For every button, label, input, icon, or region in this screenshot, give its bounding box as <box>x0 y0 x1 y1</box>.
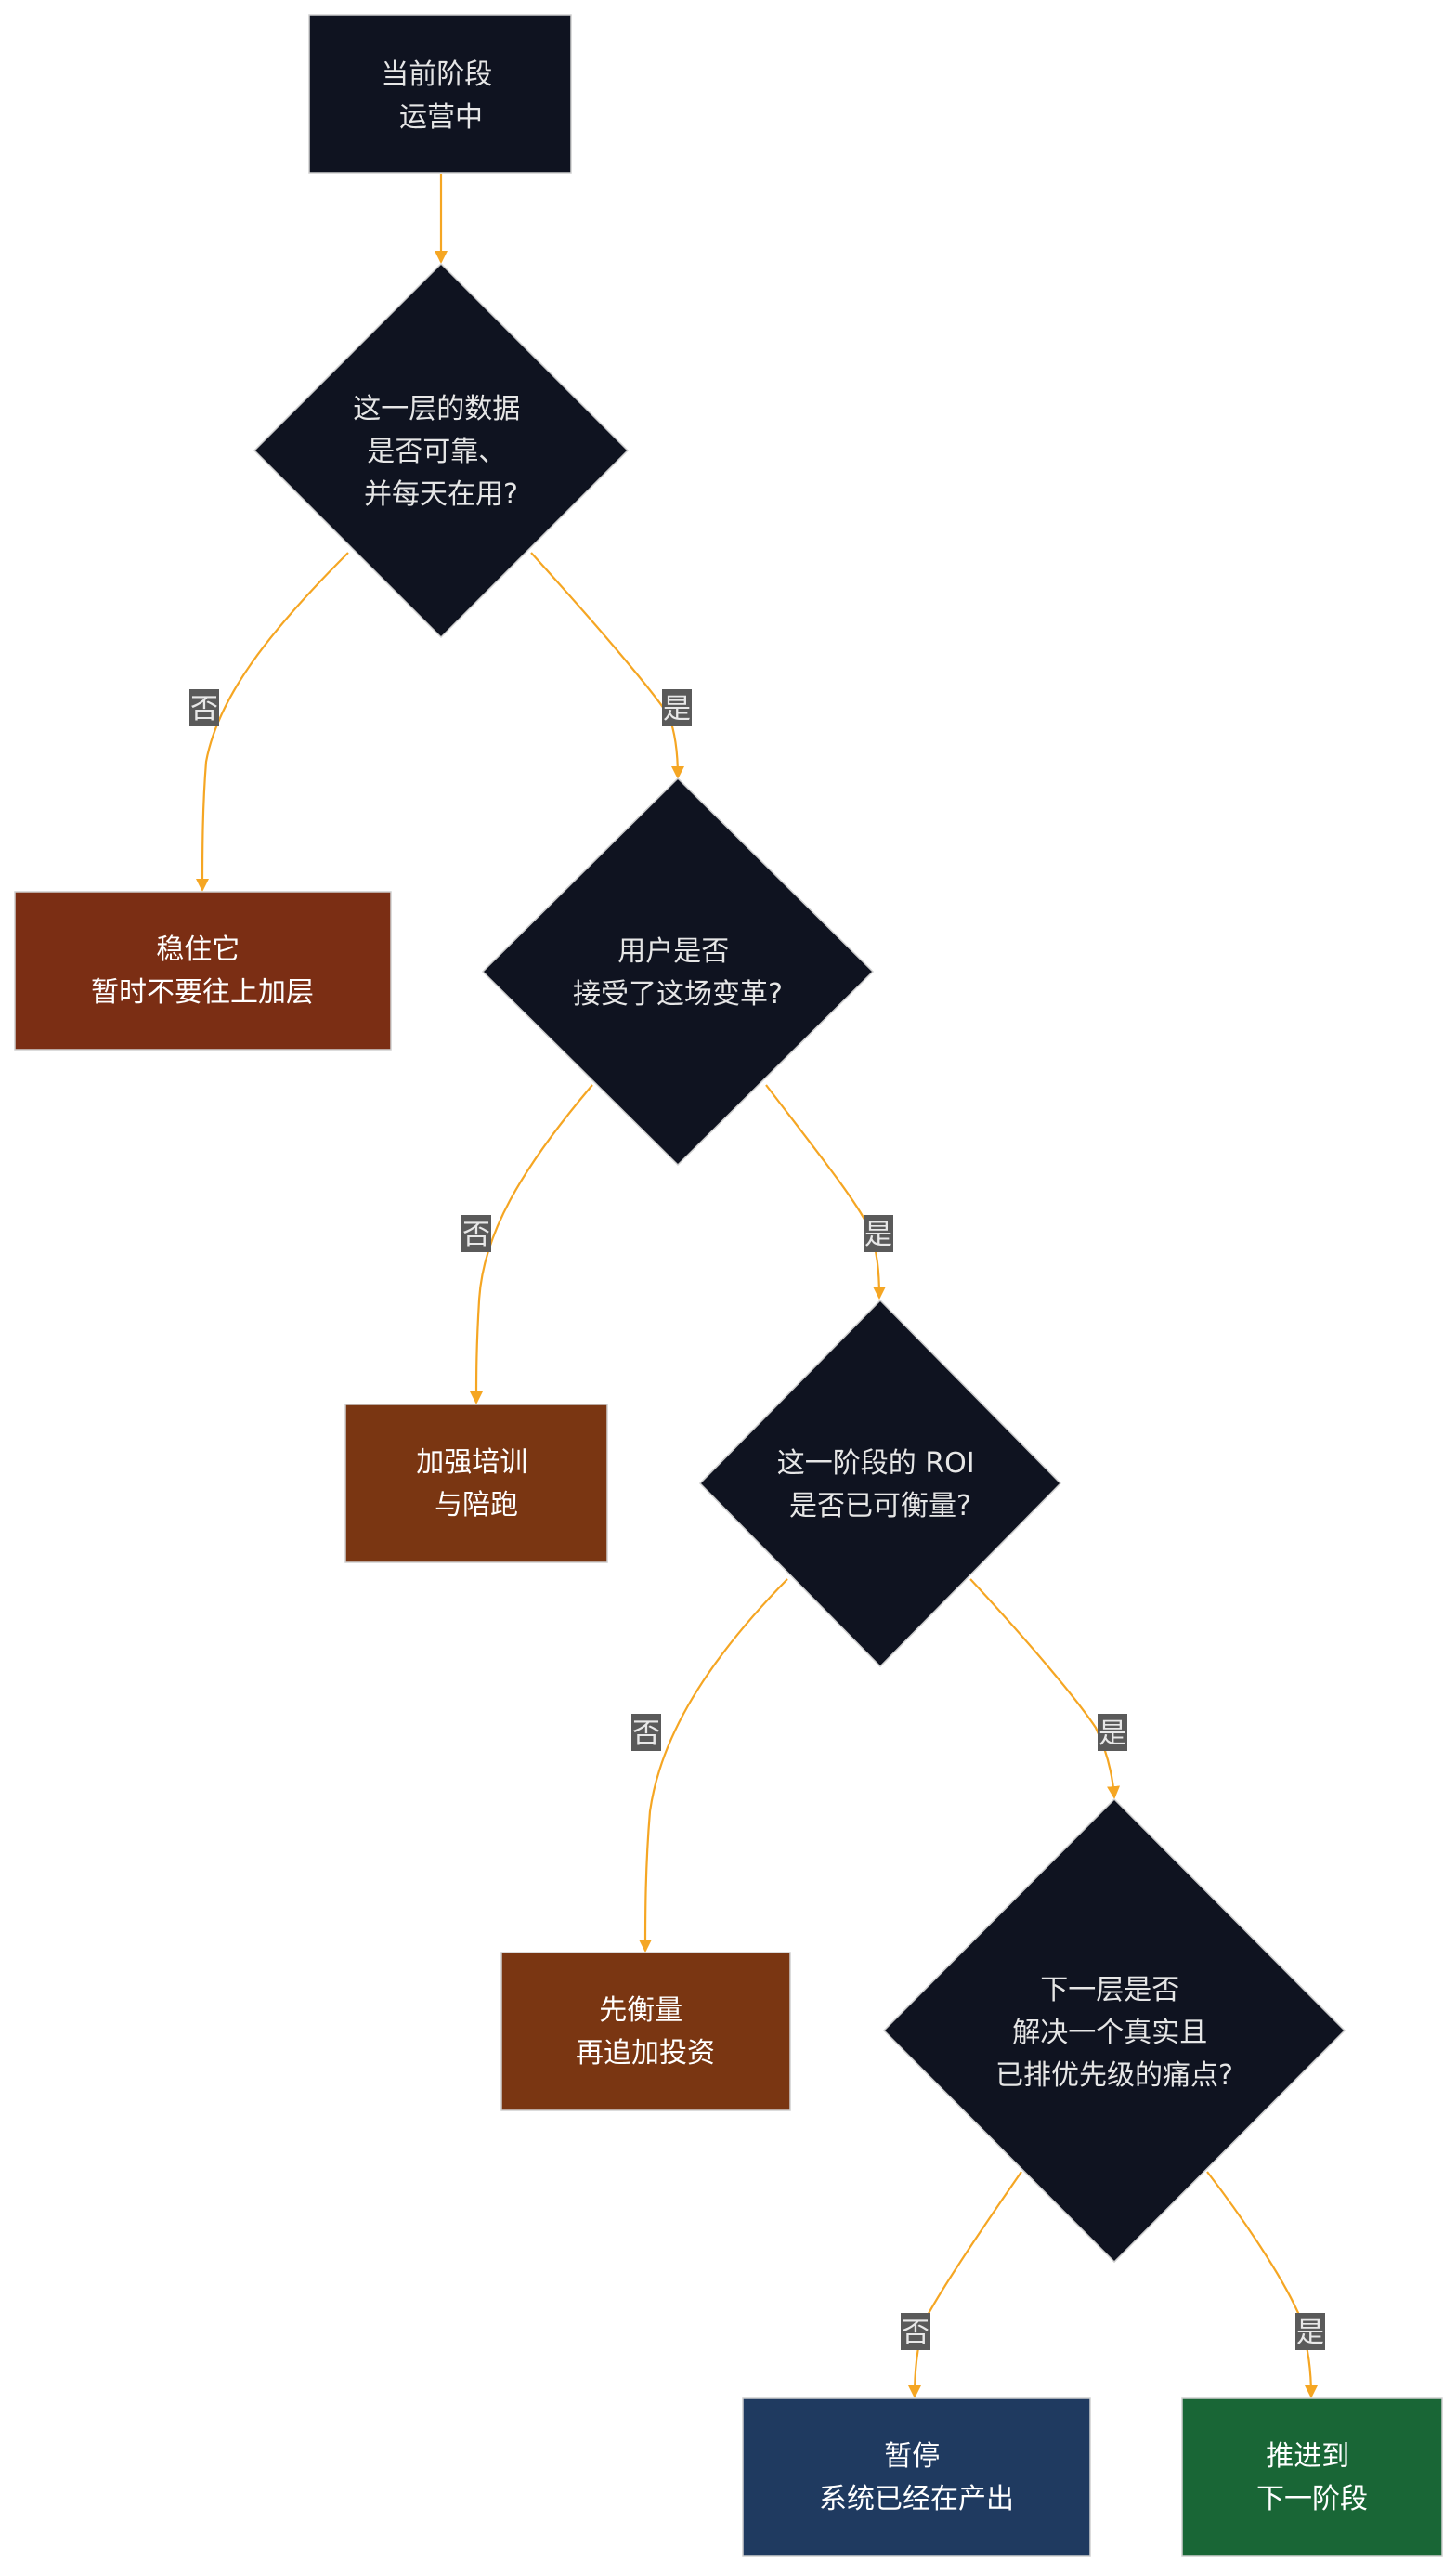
svg-text:是: 是 <box>1098 1718 1126 1750</box>
node-advance-text: 推进到 下一阶段 <box>1256 2440 1368 2515</box>
node-stabilize-text: 稳住它 暂时不要往上加层 <box>91 934 314 1009</box>
decision-user-adoption-text: 用户是否 接受了这场变革? <box>573 935 783 1011</box>
edge-label-yes: 是 <box>864 1215 893 1252</box>
edge-label-yes: 是 <box>662 689 692 726</box>
svg-text:否: 否 <box>902 2317 930 2349</box>
node-current-stage: 当前阶段 运营中 <box>308 14 572 174</box>
svg-text:是: 是 <box>864 1219 892 1251</box>
edge-label-yes: 是 <box>1295 2313 1325 2350</box>
edge-q-data-yes <box>530 552 684 779</box>
svg-text:否: 否 <box>462 1219 490 1251</box>
node-measure-first-text: 先衡量 再追加投资 <box>576 1994 715 2070</box>
node-measure-first: 先衡量 再追加投资 <box>500 1952 791 2111</box>
decision-roi-measurable-text: 这一阶段的 ROI 是否已可衡量? <box>777 1447 983 1522</box>
edge-label-no: 否 <box>462 1215 491 1252</box>
node-stabilize: 稳住它 暂时不要往上加层 <box>14 891 392 1051</box>
edge-label-yes: 是 <box>1098 1714 1127 1751</box>
edge-q-adopt-no <box>470 1084 593 1404</box>
svg-text:否: 否 <box>632 1718 660 1750</box>
svg-text:是: 是 <box>1296 2317 1324 2349</box>
edge-q-next-no <box>908 2171 1022 2398</box>
decision-user-adoption: 用户是否 接受了这场变革? <box>481 777 875 1167</box>
decision-next-layer-pain-point-text: 下一层是否 解决一个真实且 已排优先级的痛点? <box>995 1974 1233 2092</box>
edge-label-no: 否 <box>631 1714 661 1751</box>
node-training-text: 加强培训 与陪跑 <box>416 1446 537 1522</box>
node-training: 加强培训 与陪跑 <box>344 1404 608 1563</box>
edge-label-no: 否 <box>901 2313 930 2350</box>
decision-data-reliable-text: 这一层的数据 是否可靠、 并每天在用? <box>353 393 529 511</box>
svg-text:否: 否 <box>190 693 218 725</box>
decision-data-reliable: 这一层的数据 是否可靠、 并每天在用? <box>253 262 630 639</box>
node-advance: 推进到 下一阶段 <box>1181 2397 1443 2557</box>
node-pause: 暂停 系统已经在产出 <box>742 2397 1091 2557</box>
decision-next-layer-pain-point: 下一层是否 解决一个真实且 已排优先级的痛点? <box>882 1797 1346 2264</box>
edge-q-next-yes <box>1206 2171 1318 2398</box>
node-pause-text: 暂停 系统已经在产出 <box>819 2440 1014 2515</box>
decision-roi-measurable: 这一阶段的 ROI 是否已可衡量? <box>698 1299 1062 1668</box>
edge-q-roi-yes <box>969 1578 1121 1799</box>
edge-q-roi-no <box>639 1578 788 1953</box>
svg-text:是: 是 <box>663 693 691 725</box>
edge-label-no: 否 <box>189 689 219 726</box>
edge-q-adopt-yes <box>765 1084 886 1300</box>
edge-q-data-no <box>196 552 349 892</box>
node-current-stage-text: 当前阶段 运营中 <box>381 59 501 134</box>
